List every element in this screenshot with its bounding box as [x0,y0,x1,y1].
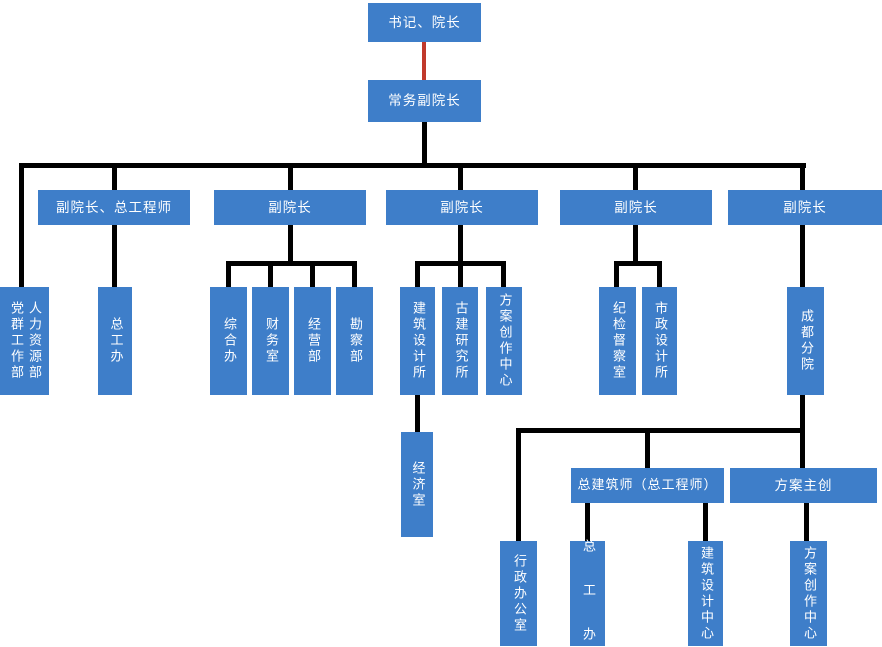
connector-vp1-child [112,225,117,287]
connector-drop-general-affairs [226,264,231,287]
node-general-affairs-office: 综合办 [210,287,247,395]
connector-vp5-child [800,225,805,287]
node-label: 经营部 [305,317,321,365]
node-label: 古建研究所 [453,301,469,381]
node-label: 经济室 [410,460,426,509]
connector-drop-left-depts [19,163,24,288]
connector-drop-arch-center [703,503,708,541]
connector-drop-discipline [614,264,619,287]
connector-chengdu-spread [516,428,805,433]
connector-drop-scheme-center [501,264,506,287]
node-ancient-architecture-institute: 古建研究所 [442,287,478,395]
node-discipline-inspection-office: 纪检督察室 [599,287,636,395]
connector-drop-vp1 [112,168,117,190]
connector-vp3-stem [458,225,463,263]
node-label: 总工办 [108,317,124,365]
connector-drop-business [310,264,315,287]
node-party-mass-and-hr-dept: 党群工作部 人力资源部 [0,287,49,395]
connector-drop-branch-chief-eng [585,503,590,541]
node-architectural-design-center: 建筑设计中心 [688,541,723,646]
node-secretary-dean: 书记、院长 [368,3,481,42]
connector-drop-admin-office [516,428,521,541]
node-scheme-creation-center: 方案创作中心 [486,287,522,395]
node-label: 市政设计所 [652,301,668,381]
node-label: 建筑设计所 [410,301,426,381]
node-label: 方案创作中心 [497,293,513,389]
connector-drop-ancient-arch [458,264,463,287]
node-architectural-design-institute: 建筑设计所 [400,287,435,395]
node-municipal-design-institute: 市政设计所 [642,287,677,395]
node-vice-dean-5: 副院长 [728,190,882,225]
node-label: 勘察部 [347,317,363,365]
node-chief-architect: 总建筑师（总工程师） [571,468,724,503]
node-vice-dean-4: 副院长 [560,190,712,225]
connector-drop-finance [268,264,273,287]
connector-drop-arch-design [415,264,420,287]
node-label: 方案创作中心 [801,545,817,642]
connector-red-top [422,42,426,80]
connector-trunk-horizontal [19,163,806,168]
connector-drop-municipal [657,264,662,287]
node-economy-office: 经济室 [401,432,433,537]
connector-vp2-stem [288,225,293,263]
connector-arch-to-economy [415,395,420,432]
connector-drop-survey [352,264,357,287]
node-vice-dean-2: 副院长 [214,190,366,225]
connector-vp4-stem [633,225,638,263]
node-chengdu-branch: 成都分院 [787,287,824,395]
node-party-mass-work-dept-label: 党群工作部 [9,301,24,381]
connector-drop-chief-architect [645,433,650,468]
node-label: 财务室 [263,317,279,365]
node-label: 纪检督察室 [610,301,626,381]
node-label: 建筑设计中心 [698,545,714,642]
node-business-dept: 经营部 [294,287,331,395]
node-branch-chief-engineer-office: 总 工 办 [570,539,605,647]
node-label: 行政办公室 [511,553,527,634]
node-vice-dean-chief-engineer: 副院长、总工程师 [38,190,190,225]
node-survey-dept: 勘察部 [336,287,373,395]
connector-drop-branch-scheme [804,503,809,541]
node-branch-scheme-creation-center: 方案创作中心 [790,541,827,646]
connector-drop-vp3 [458,168,463,190]
node-chief-engineer-office: 总工办 [98,287,132,395]
node-scheme-lead: 方案主创 [730,468,877,503]
node-executive-vice-dean: 常务副院长 [368,80,481,122]
node-label: 总 工 办 [580,539,596,647]
connector-drop-vp2 [288,168,293,190]
node-admin-office: 行政办公室 [500,541,537,646]
node-vice-dean-3: 副院长 [386,190,538,225]
connector-drop-vp4 [633,168,638,190]
connector-vp3-spread [415,261,506,266]
connector-vp4-spread [614,261,662,266]
node-label: 综合办 [221,317,237,365]
connector-trunk-vertical [422,122,427,168]
node-label: 成都分院 [798,309,814,373]
node-finance-office: 财务室 [252,287,289,395]
connector-drop-vp5 [800,168,805,190]
connector-vp2-spread [226,261,357,266]
node-hr-dept-label: 人力资源部 [26,301,42,381]
